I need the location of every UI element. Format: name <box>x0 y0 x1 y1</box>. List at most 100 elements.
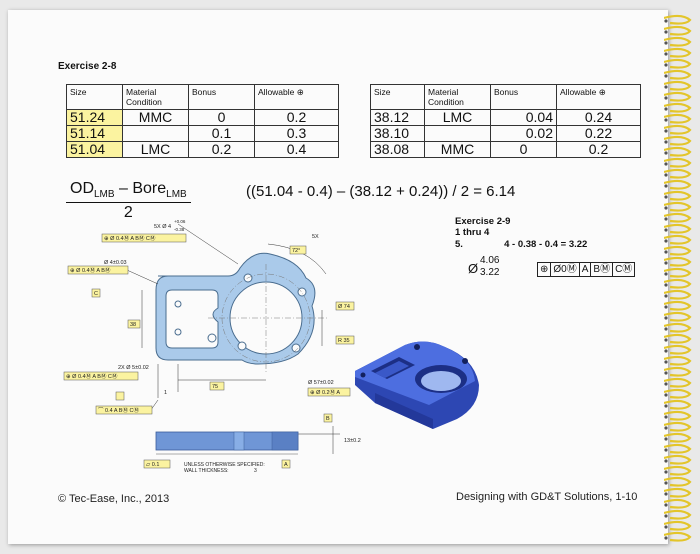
dim-75: 75 <box>212 384 218 390</box>
fcf-tolerance: Ø0Ⓜ <box>551 263 580 276</box>
spiral-coil <box>664 113 692 124</box>
dim-72: 72° <box>292 248 300 254</box>
binding-hole <box>664 74 668 78</box>
binding-hole <box>664 459 668 463</box>
spiral-coil <box>664 454 692 465</box>
cell-allowable: 0.4 <box>254 141 339 158</box>
header-size: Size <box>66 84 123 110</box>
cell-size: 51.04 <box>66 141 123 158</box>
mounting-holes <box>174 273 307 353</box>
dim-13: 13±0.2 <box>344 438 361 444</box>
spiral-coil <box>664 47 692 58</box>
binding-hole <box>664 195 668 199</box>
binding-hole <box>664 96 668 100</box>
spiral-coil <box>664 179 692 190</box>
binding-hole <box>664 415 668 419</box>
header-bonus: Bonus <box>490 84 557 110</box>
spiral-coil <box>664 300 692 311</box>
holes-tol-lower: -0.38 <box>174 227 185 232</box>
spiral-coil <box>664 498 692 509</box>
spiral-coil <box>664 333 692 344</box>
table-row: 38.10 0.02 0.22 <box>370 125 641 142</box>
exercise-2-9-line1: 1 thru 4 <box>455 227 490 238</box>
step-number: 5. <box>455 239 463 250</box>
binding-hole <box>664 217 668 221</box>
fcf-datum-b: BⓂ <box>591 263 614 276</box>
binding-hole <box>664 448 668 452</box>
formula-denominator: 2 <box>123 204 133 222</box>
binding-hole <box>664 382 668 386</box>
table-row: 38.08 MMC 0 0.2 <box>370 141 641 158</box>
fcf-2x: ⊕ Ø 0.4Ⓜ A BⓂ CⓂ <box>66 372 118 380</box>
spiral-coil <box>664 355 692 366</box>
spiral-coil <box>664 377 692 388</box>
cell-allowable: 0.2 <box>254 109 339 126</box>
spiral-coil <box>664 267 692 278</box>
spiral-coil <box>664 124 692 135</box>
binding-hole <box>664 129 668 133</box>
spiral-coil <box>664 432 692 443</box>
spiral-coil <box>664 476 692 487</box>
spiral-coil <box>664 102 692 113</box>
spiral-coil <box>664 14 692 25</box>
spiral-binding <box>664 14 692 542</box>
cell-size: 38.08 <box>370 141 425 158</box>
binding-hole <box>664 85 668 89</box>
cell-bonus: 0.1 <box>188 125 255 142</box>
formula-od: OD <box>70 180 94 197</box>
header-size: Size <box>370 84 425 110</box>
profile-fcf: ⌒ 0.4 A BⓂ CⓂ <box>98 406 139 414</box>
cell-size: 38.12 <box>370 109 425 126</box>
binding-hole <box>664 514 668 518</box>
binding-hole <box>664 272 668 276</box>
bore-diameter-label: Ø 57±0.02 <box>308 380 334 386</box>
header-bonus: Bonus <box>188 84 255 110</box>
binding-hole <box>664 162 668 166</box>
table-row: 51.14 0.1 0.3 <box>66 125 339 142</box>
spiral-coil <box>664 91 692 102</box>
dim-38: 38 <box>130 322 136 328</box>
spiral-coil <box>664 256 692 267</box>
binding-hole <box>664 393 668 397</box>
spiral-coil <box>664 69 692 80</box>
binding-hole <box>664 261 668 265</box>
binding-hole <box>664 503 668 507</box>
binding-hole <box>664 426 668 430</box>
binding-hole <box>664 316 668 320</box>
spiral-coil <box>664 465 692 476</box>
binding-hole <box>664 19 668 23</box>
spiral-coil <box>664 190 692 201</box>
table-row: 38.12 LMC 0.04 0.24 <box>370 109 641 126</box>
spiral-coil <box>664 487 692 498</box>
binding-hole <box>664 481 668 485</box>
cell-allowable: 0.3 <box>254 125 339 142</box>
binding-hole <box>664 327 668 331</box>
formula-od-sub: LMB <box>94 189 115 201</box>
spiral-coil <box>664 58 692 69</box>
cell-condition: MMC <box>122 109 189 126</box>
binding-hole <box>664 140 668 144</box>
spiral-coil <box>664 278 692 289</box>
spiral-coil <box>664 135 692 146</box>
spiral-coil <box>664 157 692 168</box>
header-condition: Material Condition <box>424 84 491 110</box>
spiral-coil <box>664 146 692 157</box>
spiral-coil <box>664 25 692 36</box>
calculation-expression: ((51.04 - 0.4) – (38.12 + 0.24)) / 2 = 6… <box>246 183 516 200</box>
fcf-bore: ⊕ Ø 0.2Ⓜ A <box>310 388 340 396</box>
spiral-coil <box>664 36 692 47</box>
binding-hole <box>664 338 668 342</box>
cell-bonus: 0 <box>490 141 557 158</box>
binding-hole <box>664 206 668 210</box>
formula-bore-sub: LMB <box>166 189 187 201</box>
binding-hole <box>664 184 668 188</box>
formula-minus-bore: – Bore <box>114 180 167 197</box>
datum-b: B <box>326 416 330 422</box>
binding-hole <box>664 305 668 309</box>
spiral-coil <box>664 223 692 234</box>
cell-bonus: 0.04 <box>490 109 557 126</box>
tolerance-upper: 4.06 <box>480 255 500 266</box>
binding-hole <box>664 470 668 474</box>
cell-condition <box>122 125 189 142</box>
table-row: 51.04 LMC 0.2 0.4 <box>66 141 339 158</box>
